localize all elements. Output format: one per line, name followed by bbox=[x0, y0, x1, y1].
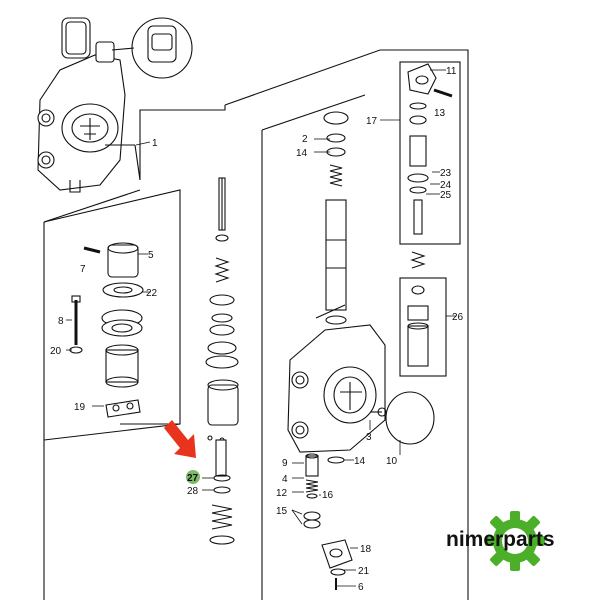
callout-27: 27 bbox=[187, 473, 199, 484]
callout-14b: 14 bbox=[354, 456, 366, 467]
callout-1: 1 bbox=[152, 138, 158, 149]
callout-labels: 1 2 14 11 13 17 23 24 25 5 7 22 8 20 26 … bbox=[50, 66, 464, 593]
callout-11: 11 bbox=[446, 66, 457, 77]
detail-zoom-circle bbox=[111, 17, 193, 79]
callout-5: 5 bbox=[148, 250, 154, 261]
callout-9: 9 bbox=[282, 458, 288, 469]
callout-24: 24 bbox=[440, 180, 452, 191]
valve-housing bbox=[287, 304, 435, 453]
callout-26: 26 bbox=[452, 312, 464, 323]
callout-6: 6 bbox=[358, 582, 364, 593]
brand-wordmark: nimerparts bbox=[446, 528, 555, 551]
valve-assembly-1 bbox=[37, 17, 141, 193]
callout-2: 2 bbox=[302, 134, 308, 145]
callout-16: 16 bbox=[322, 490, 334, 501]
highlight-arrow bbox=[164, 420, 196, 458]
callout-14: 14 bbox=[296, 148, 308, 159]
callout-22: 22 bbox=[146, 288, 158, 299]
spool-stack bbox=[205, 177, 239, 545]
callout-17: 17 bbox=[366, 116, 378, 127]
callout-10: 10 bbox=[386, 456, 398, 467]
callout-7: 7 bbox=[80, 264, 86, 275]
callout-28: 28 bbox=[187, 486, 199, 497]
right-assembly-17 bbox=[399, 61, 461, 245]
highlight-circle-27 bbox=[186, 470, 200, 484]
solenoid-subassembly bbox=[69, 242, 144, 418]
gear-logo-icon bbox=[485, 511, 545, 571]
callout-3: 3 bbox=[366, 432, 372, 443]
callout-21: 21 bbox=[358, 566, 370, 577]
callout-25: 25 bbox=[440, 190, 452, 201]
leader-lines bbox=[66, 69, 456, 587]
middle-column-parts bbox=[323, 111, 349, 325]
callout-20: 20 bbox=[50, 346, 62, 357]
callout-19: 19 bbox=[74, 402, 86, 413]
right-assembly-26 bbox=[399, 251, 447, 377]
callout-8: 8 bbox=[58, 316, 64, 327]
callout-23: 23 bbox=[440, 168, 452, 179]
callout-15: 15 bbox=[276, 506, 288, 517]
callout-13: 13 bbox=[434, 108, 446, 119]
lower-parts bbox=[303, 453, 353, 590]
callout-12: 12 bbox=[276, 488, 288, 499]
callout-4: 4 bbox=[282, 474, 288, 485]
callout-18: 18 bbox=[360, 544, 372, 555]
diagram-frame bbox=[43, 49, 469, 600]
